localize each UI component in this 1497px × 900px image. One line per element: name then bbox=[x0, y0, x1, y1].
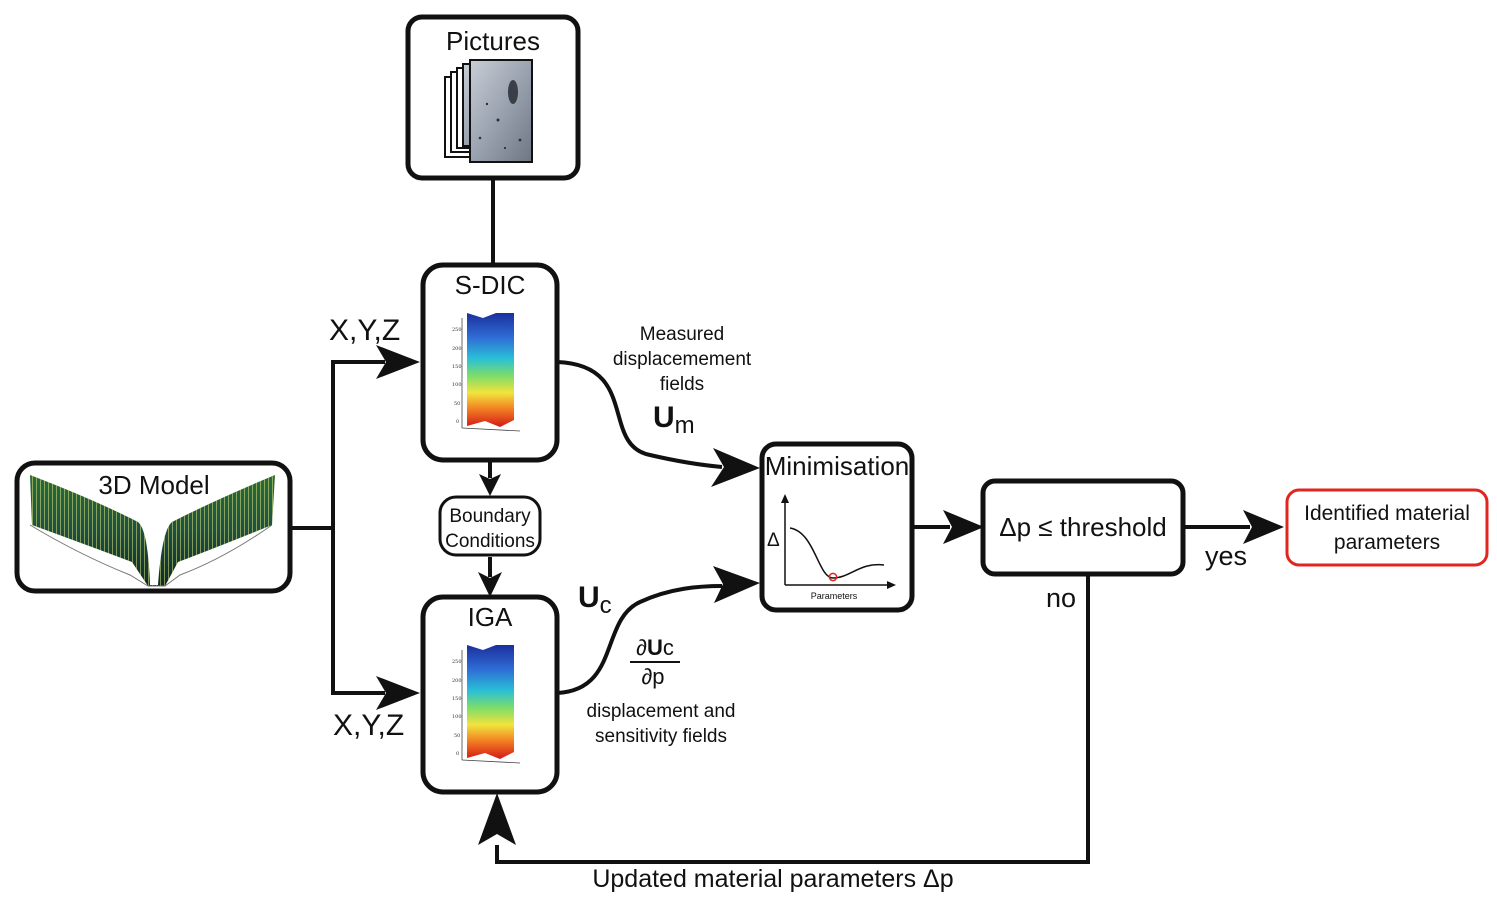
model-to-sdic-arrowhead bbox=[376, 345, 420, 379]
sensitivity-fraction: ∂Uc ∂p bbox=[630, 635, 680, 689]
yes-label: yes bbox=[1205, 541, 1247, 571]
sdic-tick-250: 250 bbox=[452, 327, 462, 333]
minimum-marker bbox=[828, 572, 838, 582]
minimisation-label: Minimisation bbox=[765, 451, 910, 481]
uc-symbol: Uc bbox=[578, 581, 612, 619]
feedback-loop-line bbox=[495, 574, 1090, 864]
minimisation-y-symbol: Δ bbox=[767, 530, 780, 551]
sdic-tick-0: 0 bbox=[456, 419, 459, 425]
minimisation-node: Minimisation Δ Parameters bbox=[759, 441, 915, 613]
sensitivity-label-line2: sensitivity fields bbox=[595, 726, 727, 747]
iga-tick-100: 100 bbox=[452, 714, 462, 720]
threshold-node: Δp ≤ threshold bbox=[980, 478, 1186, 577]
connectors bbox=[290, 178, 1284, 864]
result-box bbox=[1285, 488, 1489, 567]
fraction-numerator: ∂Uc bbox=[636, 635, 674, 660]
result-node: Identified material parameters bbox=[1285, 488, 1489, 567]
boundary-label-line2: Conditions bbox=[445, 531, 535, 552]
iga-tick-200: 200 bbox=[452, 678, 462, 684]
sdic-to-minimisation-curve bbox=[556, 360, 723, 469]
measured-label-line2: displacemement bbox=[613, 349, 752, 370]
sdic-node: S-DIC 250 200 150 100 50 0 bbox=[420, 262, 560, 463]
minimisation-plot: Δ Parameters bbox=[767, 494, 896, 601]
feedback-label: Updated material parameters Δp bbox=[592, 865, 953, 893]
pictures-node: Pictures bbox=[405, 14, 581, 181]
threshold-to-result-arrowhead bbox=[1243, 510, 1284, 544]
sdic-tick-200: 200 bbox=[452, 346, 462, 352]
model-to-iga-connector bbox=[331, 528, 385, 695]
pictures-label: Pictures bbox=[446, 26, 540, 56]
pictures-image bbox=[444, 59, 533, 163]
sdic-to-minimisation-arrowhead bbox=[711, 448, 760, 487]
model-3d-image bbox=[29, 475, 275, 587]
iga-node: IGA 250 200 150 100 50 0 bbox=[420, 594, 560, 795]
model-3d-label: 3D Model bbox=[98, 470, 209, 500]
iga-tick-150: 150 bbox=[452, 696, 462, 702]
sdic-label: S-DIC bbox=[455, 270, 526, 300]
threshold-label: Δp ≤ threshold bbox=[999, 512, 1167, 542]
boundary-label-line1: Boundary bbox=[449, 506, 531, 527]
xyz-top-label: X,Y,Z bbox=[329, 314, 400, 347]
boundary-conditions-node: Boundary Conditions bbox=[438, 495, 542, 557]
iga-tick-250: 250 bbox=[452, 659, 462, 665]
iga-label: IGA bbox=[468, 602, 513, 632]
model-3d-node: 3D Model bbox=[14, 460, 293, 594]
sdic-field-plot: 250 200 150 100 50 0 bbox=[452, 313, 521, 432]
model-to-sdic-connector bbox=[290, 360, 385, 530]
sdic-tick-150: 150 bbox=[452, 364, 462, 370]
fraction-denominator: ∂p bbox=[641, 664, 664, 689]
measured-label-line1: Measured bbox=[640, 324, 725, 345]
iga-to-minimisation-arrowhead bbox=[713, 566, 760, 603]
iga-tick-0: 0 bbox=[456, 751, 459, 757]
feedback-loop-arrowhead bbox=[478, 793, 516, 845]
result-label-line2: parameters bbox=[1334, 531, 1440, 554]
measured-label-line3: fields bbox=[660, 374, 704, 395]
no-label: no bbox=[1046, 583, 1076, 613]
minimisation-curve bbox=[789, 527, 885, 579]
sensitivity-label-line1: displacement and bbox=[587, 701, 736, 722]
result-label-line1: Identified material bbox=[1304, 502, 1470, 525]
model-to-iga-arrowhead bbox=[376, 676, 420, 710]
sdic-to-boundary-arrowhead bbox=[479, 474, 501, 496]
iga-field-plot: 250 200 150 100 50 0 bbox=[452, 645, 521, 764]
minimisation-x-label: Parameters bbox=[811, 591, 858, 601]
sdic-tick-50: 50 bbox=[454, 401, 460, 407]
minimisation-to-threshold-arrowhead bbox=[943, 510, 984, 544]
sdic-tick-100: 100 bbox=[452, 382, 462, 388]
xyz-bottom-label: X,Y,Z bbox=[333, 709, 404, 742]
iga-to-minimisation-curve bbox=[556, 584, 723, 695]
um-symbol: Um bbox=[653, 401, 695, 439]
boundary-to-iga-arrowhead bbox=[478, 572, 502, 597]
iga-tick-50: 50 bbox=[454, 733, 460, 739]
edge-labels: X,Y,Z X,Y,Z Measured displacemement fiel… bbox=[329, 314, 1247, 893]
